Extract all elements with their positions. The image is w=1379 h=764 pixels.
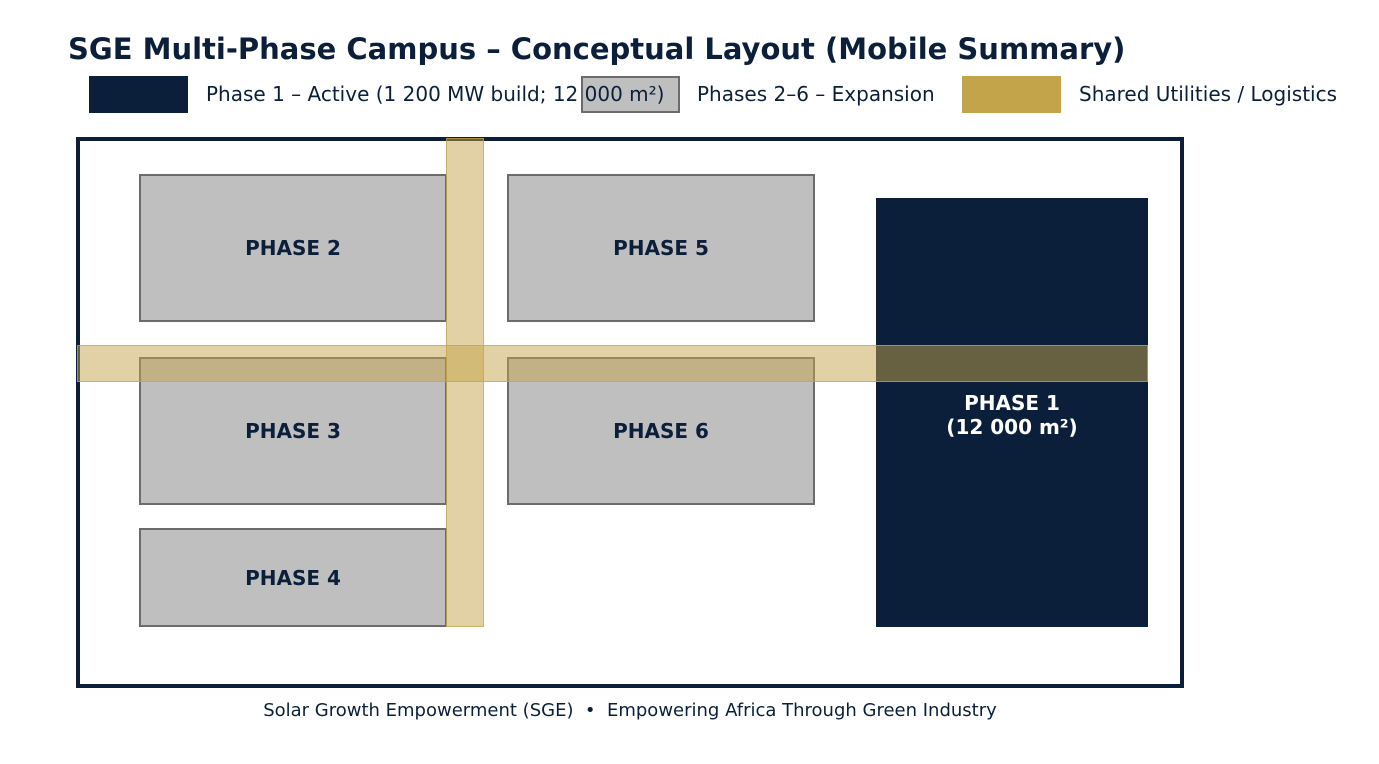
phase-1-area: (12 000 m²) [946, 415, 1078, 439]
site-boundary [76, 137, 1184, 688]
phase-2-block: PHASE 2 [139, 174, 447, 322]
phase-1-block: PHASE 1 (12 000 m²) [876, 198, 1148, 627]
footer-tagline: Solar Growth Empowerment (SGE) • Empower… [263, 700, 997, 721]
phase-1-label: PHASE 1 [964, 391, 1060, 415]
utility-corridor-horizontal [77, 345, 1148, 382]
utility-corridor-vertical [446, 138, 484, 627]
diagram-title: SGE Multi-Phase Campus – Conceptual Layo… [68, 32, 1126, 66]
legend-swatch-utilities [962, 76, 1061, 113]
phase-3-label: PHASE 3 [245, 419, 341, 443]
legend-label-expansion: Phases 2–6 – Expansion [697, 82, 935, 106]
phase-4-block: PHASE 4 [139, 528, 447, 627]
phase-4-label: PHASE 4 [245, 565, 341, 590]
legend-swatch-expansion [581, 76, 680, 113]
legend-label-utilities: Shared Utilities / Logistics [1079, 82, 1338, 106]
phase-6-label: PHASE 6 [613, 419, 709, 443]
legend-swatch-phase1 [89, 76, 188, 113]
phase-2-label: PHASE 2 [245, 236, 341, 260]
phase-5-label: PHASE 5 [613, 236, 709, 260]
phase-5-block: PHASE 5 [507, 174, 815, 322]
legend-label-phase1: Phase 1 – Active (1 200 MW build; 12 000… [206, 82, 665, 106]
